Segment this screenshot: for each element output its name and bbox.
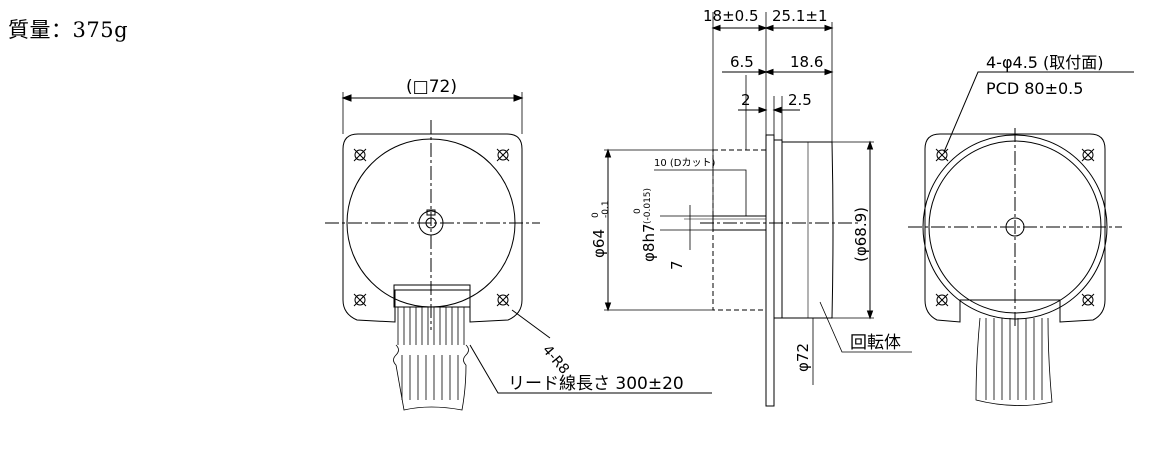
mass-label: 質量：375g [8, 18, 129, 42]
lead-wires [393, 307, 469, 411]
dim-shaft-tol-zero: 0 [633, 208, 643, 214]
dim-shaft-dia: φ8h7 [640, 224, 658, 263]
rotor-label: 回転体 [850, 333, 901, 353]
dim-2: 2 [741, 91, 751, 109]
front-hole-bl [353, 293, 367, 307]
rear-view [908, 71, 1134, 406]
side-flange-plate [765, 134, 775, 407]
front-view [325, 92, 712, 411]
dim-body-dia: φ64 [590, 229, 608, 258]
dim-d-cut: 10 (Dカット) [654, 157, 716, 169]
lead-length-leader [469, 344, 712, 394]
dim-overall-left: 18±0.5 [703, 7, 759, 25]
rear-lead-wires [975, 317, 1053, 406]
front-r8-leader [511, 309, 551, 339]
rear-holes-label: 4-φ4.5 (取付面) [986, 53, 1104, 72]
dim-shaft-tol: (-0.015) [643, 188, 653, 224]
lead-connector [393, 284, 471, 308]
rear-hole-leader [943, 71, 1134, 153]
dim-7: 7 [668, 260, 686, 270]
rear-hole-bl [935, 293, 949, 307]
dim-rotor-dia: (φ68.9) [852, 207, 870, 262]
dim-body-tol-lower: -0.1 [601, 200, 611, 218]
front-hole-br [496, 293, 510, 307]
dim-shaft-dia-group: φ8h7 0 (-0.015) [633, 188, 658, 262]
front-hole-tl [353, 148, 367, 162]
dim-2-5: 2.5 [788, 91, 812, 109]
dim-body-dia-group: φ64 0 -0.1 [590, 200, 611, 258]
rear-hole-tr [1081, 148, 1095, 162]
side-step-ring [773, 139, 783, 319]
rear-hole-tl [935, 148, 949, 162]
dim-flange-dia: φ72 [794, 343, 812, 372]
dim-6-5: 6.5 [730, 53, 754, 71]
side-rotor-body [781, 141, 834, 319]
front-corner-radius: 4-R8 [539, 342, 572, 377]
rear-pcd-label: PCD 80±0.5 [986, 79, 1083, 98]
front-hole-tr [496, 148, 510, 162]
dim-18-6: 18.6 [790, 53, 823, 71]
dim-overall-right: 25.1±1 [772, 7, 828, 25]
lead-length-label: リード線長さ 300±20 [508, 374, 684, 394]
side-view [604, 12, 912, 407]
dim-body-tol-upper: 0 [591, 212, 601, 218]
rear-hole-br [1081, 293, 1095, 307]
front-square-dim: (□72) [406, 77, 457, 97]
